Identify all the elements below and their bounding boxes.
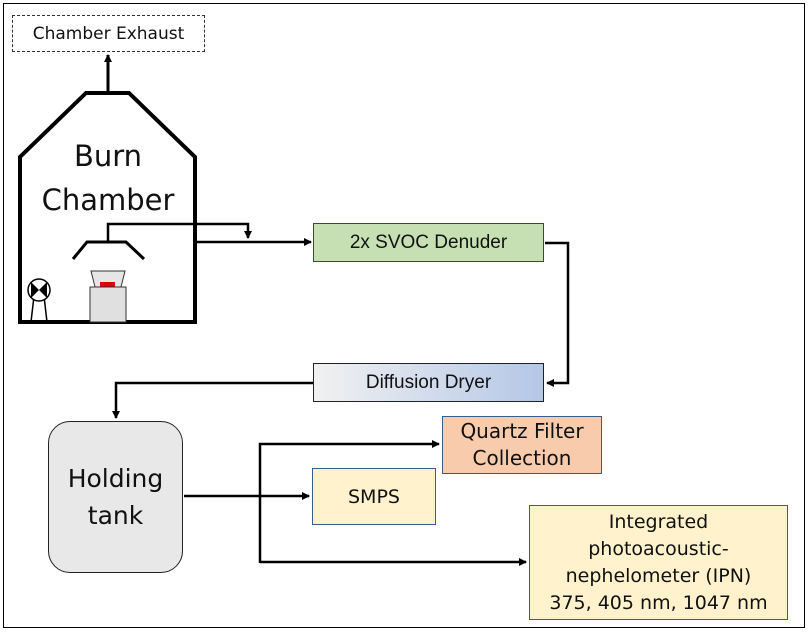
svoc-denuder-label: 2x SVOC Denuder	[349, 231, 508, 253]
smps-label: SMPS	[348, 485, 400, 508]
quartz-filter-box: Quartz Filter Collection	[442, 416, 602, 474]
sampling-hood-icon	[71, 240, 146, 261]
dryer-to-holding-arrow	[112, 381, 313, 419]
burn-chamber-line1: Burn	[73, 139, 143, 173]
ipn-line: Integrated	[608, 510, 709, 533]
burn-chamber-label: Burn Chamber	[22, 134, 194, 222]
ipn-line: photoacoustic-	[588, 537, 729, 560]
burner-icon	[89, 270, 127, 323]
burn-chamber-line2: Chamber	[41, 183, 175, 217]
denuder-to-dryer-arrow	[545, 241, 570, 387]
diffusion-dryer-label: Diffusion Dryer	[365, 371, 492, 393]
diagram-frame	[3, 3, 805, 628]
quartz-filter-line1: Quartz Filter	[460, 419, 584, 443]
sample-line	[106, 222, 252, 242]
holding-tank-line1: Holding	[67, 464, 164, 493]
ipn-box: Integrated photoacoustic- nephelometer (…	[529, 505, 788, 620]
chamber-exhaust-box: Chamber Exhaust	[12, 15, 205, 52]
holding-tank-line2: tank	[87, 501, 144, 530]
burn-chamber-outline	[18, 91, 197, 324]
ipn-line: nephelometer (IPN)	[565, 564, 752, 587]
chamber-exhaust-label: Chamber Exhaust	[32, 23, 185, 44]
holding-to-quartz-arrow	[258, 440, 440, 563]
fan-icon	[27, 278, 51, 323]
smps-box: SMPS	[312, 468, 436, 525]
holding-tank-box: Holding tank	[48, 421, 183, 573]
svoc-denuder-box: 2x SVOC Denuder	[313, 223, 544, 262]
ipn-line: 375, 405 nm, 1047 nm	[549, 591, 768, 614]
quartz-filter-line2: Collection	[472, 446, 572, 470]
diffusion-dryer-box: Diffusion Dryer	[313, 363, 544, 402]
